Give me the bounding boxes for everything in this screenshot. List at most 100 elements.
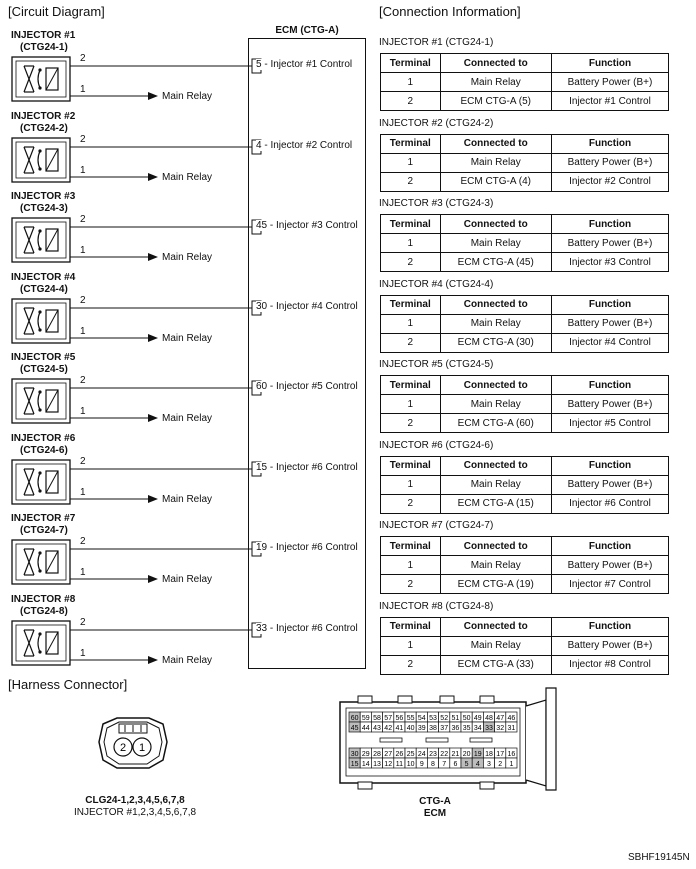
injector-title: INJECTOR #3 bbox=[11, 191, 76, 202]
table-cell: 1 bbox=[380, 555, 441, 575]
ecm-pin-number: 55 bbox=[407, 715, 415, 722]
table-cell: 2 bbox=[380, 413, 441, 433]
table-cell: ECM CTG-A (15) bbox=[439, 493, 552, 514]
ecm-pin-number: 4 bbox=[476, 761, 480, 768]
pin-1-label: 1 bbox=[80, 647, 86, 659]
table-header-cell: Terminal bbox=[380, 53, 441, 73]
main-relay-label: Main Relay bbox=[162, 91, 213, 102]
table-cell: Injector #5 Control bbox=[550, 413, 670, 433]
table-cell: ECM CTG-A (45) bbox=[439, 252, 552, 272]
table-header-cell: Function bbox=[550, 616, 670, 637]
table-cell: Battery Power (B+) bbox=[550, 635, 670, 656]
ecm-pin-number: 36 bbox=[452, 725, 460, 732]
table-cell: Battery Power (B+) bbox=[550, 233, 670, 253]
ecm-pin-number: 8 bbox=[431, 761, 435, 768]
table-cell: ECM CTG-A (4) bbox=[439, 171, 552, 192]
table-cell: Battery Power (B+) bbox=[550, 394, 670, 414]
main-relay-label: Main Relay bbox=[162, 252, 213, 263]
table-cell: Injector #8 Control bbox=[550, 654, 670, 675]
injector-connector-id: (CTG24-7) bbox=[20, 525, 68, 536]
ecm-pin-number: 45 bbox=[351, 725, 359, 732]
table-cell: 1 bbox=[380, 635, 441, 656]
connection-table-title: INJECTOR #2 (CTG24-2) bbox=[379, 117, 494, 129]
injector-circuit-wiring bbox=[11, 297, 262, 344]
connection-information-heading: [Connection Information] bbox=[379, 4, 521, 19]
harness-pin-1: 1 bbox=[139, 742, 145, 754]
injector-title: INJECTOR #2 bbox=[11, 110, 76, 122]
connection-table-title: INJECTOR #5 (CTG24-5) bbox=[379, 359, 494, 370]
connection-table-title: INJECTOR #7 (CTG24-7) bbox=[379, 520, 494, 531]
table-cell: 1 bbox=[380, 72, 441, 92]
figure-code: SBHF19145N bbox=[628, 852, 690, 863]
main-relay-label: Main Relay bbox=[162, 332, 213, 344]
ecm-pin-cell bbox=[505, 757, 518, 769]
table-header-cell: Terminal bbox=[380, 214, 441, 234]
ecm-pin-number: 17 bbox=[496, 751, 504, 758]
injector-connector-id: (CTG24-6) bbox=[20, 444, 68, 456]
main-relay-label: Main Relay bbox=[162, 574, 213, 585]
injector-title: INJECTOR #6 bbox=[11, 432, 76, 444]
table-cell: Main Relay bbox=[439, 313, 552, 334]
ecm-pin-number: 39 bbox=[418, 725, 426, 732]
ecm-pin-number: 31 bbox=[508, 725, 516, 732]
pin-2-label: 2 bbox=[80, 214, 86, 225]
ecm-pin-number: 3 bbox=[487, 761, 491, 768]
table-cell: 1 bbox=[380, 152, 441, 173]
ecm-pin-number: 18 bbox=[485, 751, 493, 758]
table-cell: 2 bbox=[380, 332, 441, 353]
ecm-pin-label: 33 - Injector #6 Control bbox=[256, 622, 360, 634]
ecm-pin-number: 6 bbox=[453, 761, 457, 768]
table-cell: Battery Power (B+) bbox=[550, 152, 670, 173]
pin-1-label: 1 bbox=[80, 325, 86, 337]
ecm-pin-number: 11 bbox=[396, 761, 403, 768]
table-cell: ECM CTG-A (60) bbox=[439, 413, 552, 433]
ecm-pin-number: 59 bbox=[362, 715, 370, 722]
ecm-pin-number: 37 bbox=[440, 725, 448, 732]
table-cell: ECM CTG-A (33) bbox=[439, 654, 552, 675]
ecm-pin-number: 40 bbox=[407, 725, 415, 732]
table-cell: ECM CTG-A (5) bbox=[439, 91, 552, 111]
pin-1-label: 1 bbox=[80, 406, 86, 417]
ecm-pin-number: 14 bbox=[362, 761, 370, 768]
table-header-cell: Connected to bbox=[439, 214, 552, 234]
connection-table-title: INJECTOR #3 (CTG24-3) bbox=[379, 198, 494, 209]
ecm-pin-number: 50 bbox=[463, 715, 471, 722]
ecm-pin-label: 4 - Injector #2 Control bbox=[256, 139, 355, 151]
table-cell: Battery Power (B+) bbox=[550, 474, 670, 495]
table-header-cell: Terminal bbox=[380, 536, 441, 556]
ecm-pin-number: 25 bbox=[407, 751, 415, 758]
ecm-pin-number: 52 bbox=[440, 715, 448, 722]
table-cell: Injector #1 Control bbox=[550, 91, 670, 111]
ecm-pin-number: 22 bbox=[440, 751, 448, 758]
main-relay-label: Main Relay bbox=[162, 171, 213, 183]
ecm-pin-number: 57 bbox=[384, 715, 392, 722]
ecm-pin-number: 48 bbox=[485, 715, 493, 722]
injector-connector-id: (CTG24-4) bbox=[20, 283, 68, 295]
ecm-pin-label: 60 - Injector #5 Control bbox=[256, 381, 360, 392]
table-cell: Injector #4 Control bbox=[550, 332, 670, 353]
table-cell: ECM CTG-A (30) bbox=[439, 332, 552, 353]
table-header-cell: Terminal bbox=[380, 133, 441, 154]
pin-2-label: 2 bbox=[80, 53, 86, 64]
table-header-cell: Function bbox=[550, 214, 670, 234]
ecm-pin-number: 16 bbox=[508, 751, 516, 758]
